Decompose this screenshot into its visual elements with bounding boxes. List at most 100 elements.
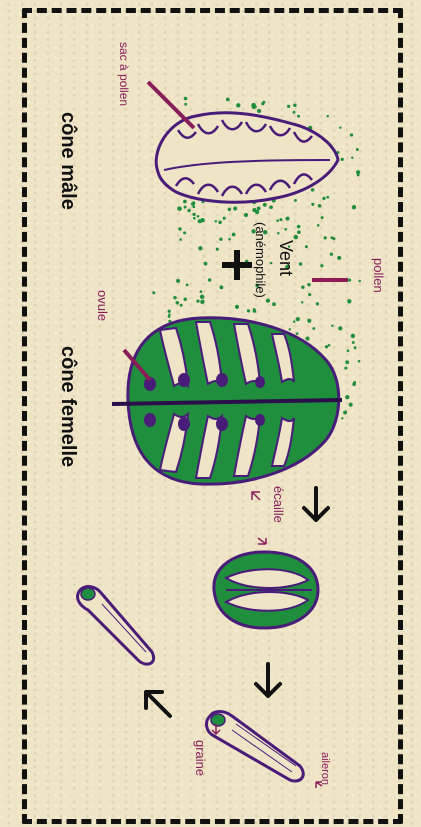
pollen-dot [279,218,282,221]
pollen-dot [200,295,204,299]
pollen-dot [344,367,347,370]
pollen-dot [356,170,360,174]
pollen-dot [297,225,301,229]
label-pollen: pollen [371,258,386,293]
label-male-cone: cône mâle [57,112,79,210]
pollen-dot [272,302,276,306]
pollen-dot [357,174,360,177]
pollen-dot [326,196,329,199]
pollen-dot [308,293,311,296]
label-ovule: ovule [95,290,110,321]
plus-icon [222,250,252,280]
scale-with-seeds [214,552,318,628]
pollen-dot [347,299,351,303]
pollen-dot [341,417,343,419]
scale-pointer-bottom [258,538,266,544]
pollen-dot [341,158,344,161]
label-wind: Vent [276,240,296,276]
scale-pointer-top [252,492,260,500]
pollen-dot [284,228,287,231]
pollen-dot [347,349,350,352]
pollen-dot [345,395,349,399]
arrow-down-icon [256,664,280,696]
pollen-dot [179,238,182,241]
pollen-dot [316,302,319,305]
pollen-dot [184,103,187,106]
pollen-dot [345,360,349,364]
pollen-dot [152,291,155,294]
pollen-dot [183,231,186,234]
pollen-dot [200,218,204,222]
pollen-dot [196,299,199,302]
pollen-dot [324,236,327,239]
pollen-dot [296,332,299,335]
pollen-dot [296,317,300,321]
pollen-dot [223,217,226,220]
pollen-dot [358,280,360,282]
pollen-dot [343,411,347,415]
pollen-dot [226,98,230,102]
pollen-dot [293,111,296,114]
pollen-dot [219,238,222,241]
pollen-dot [317,224,320,227]
female-cone [112,318,342,484]
pollen-dot [184,206,187,209]
pollen-dot [349,403,353,407]
pollen-dot [204,262,208,266]
pollen-dot [352,341,355,344]
pollen-dot [337,256,341,260]
pollen-dot [287,105,290,108]
pollen-dot [192,201,195,204]
pollen-dot [301,286,304,289]
pollen-dot [200,290,203,293]
pollen-dot [232,233,236,237]
pollen-dot [253,309,257,313]
pollen-dot [311,188,315,192]
pollen-dot [293,103,297,107]
pollen-dot [214,220,216,222]
label-scale: écaille [271,486,286,523]
pollen-dot [307,283,310,286]
pollen-dot [293,320,296,323]
pollen-dot [173,296,176,299]
pollen-dot [235,305,239,309]
pollen-dot [350,133,353,136]
pollen-sac-pointer [148,82,194,128]
pollen-dot [176,301,180,305]
winged-seed-left [78,587,154,665]
pollen-dot [257,109,261,113]
pollen-dot [327,115,329,117]
pollen-dot [294,235,299,240]
pollen-dot [192,205,195,208]
pollen-dot [297,230,301,234]
pollen-dot [193,217,196,220]
pollen-dot [328,344,331,347]
pollen-dot [184,97,188,101]
label-seed: graine [193,740,208,776]
pollen-dot [236,103,240,107]
pollen-dot [178,227,181,230]
label-female-cone: cône femelle [57,346,79,467]
label-wing: aileron [319,752,331,785]
pollen-dot [251,103,256,108]
pollen-dot [228,238,231,241]
pollen-dot [177,206,182,211]
pollen-dot [277,232,280,235]
pollen-dot [198,246,202,250]
pollen-dot [168,313,170,315]
pollen-dot [354,346,357,349]
pollen-dot [301,301,303,303]
pollen-dot [200,300,204,304]
pollen-dot [322,197,325,200]
pollen-dot [348,279,351,282]
pollen-dot [247,309,250,312]
pollen-dot [330,236,333,239]
arrow-up-left-icon [146,692,170,716]
label-pollen-sac: sac à pollen [117,42,131,106]
pollen-dot [307,319,311,323]
pollen-dot [218,220,222,224]
pollen-dot [252,208,256,212]
pollen-dot [244,213,248,217]
